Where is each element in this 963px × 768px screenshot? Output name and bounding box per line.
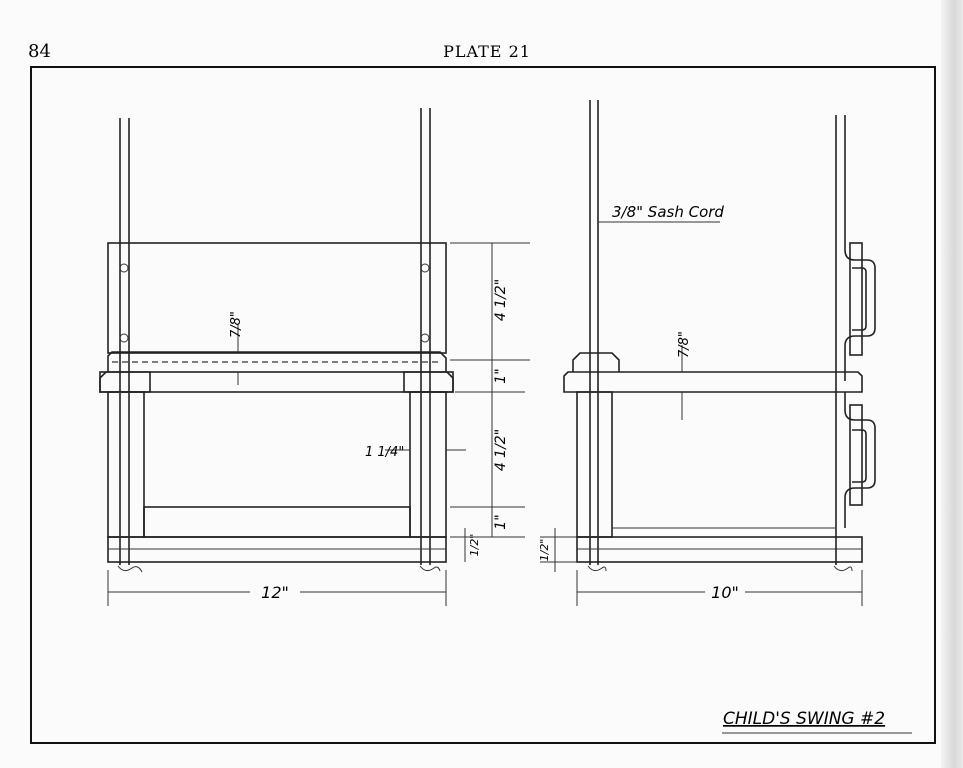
label-seat-offset: 1" (493, 368, 509, 383)
drawing-title: CHILD'S SWING #2 (723, 709, 885, 729)
plate-title: PLATE 21 (443, 42, 531, 61)
label-back-height: 4 1/2" (493, 279, 509, 321)
label-sash-cord: 3/8" Sash Cord (612, 203, 724, 221)
label-seat-thickness-front: 7/8" (229, 311, 244, 338)
label-seat-thickness-side: 7/8" (677, 331, 692, 358)
label-width-side: 10" (711, 583, 739, 602)
page-number: 84 (28, 41, 51, 62)
label-leg-width: 1 1/4" (365, 445, 404, 460)
side-view (540, 100, 876, 606)
label-bottom-front: 1/2" (468, 534, 481, 557)
label-leg-height: 4 1/2" (493, 429, 509, 471)
page-edge (941, 0, 963, 768)
label-bottom-side: 1/2" (538, 539, 551, 562)
front-view (99, 108, 530, 606)
drawing-border (30, 66, 936, 744)
label-width-front: 12" (261, 583, 289, 602)
label-rail-height: 1" (493, 514, 509, 529)
